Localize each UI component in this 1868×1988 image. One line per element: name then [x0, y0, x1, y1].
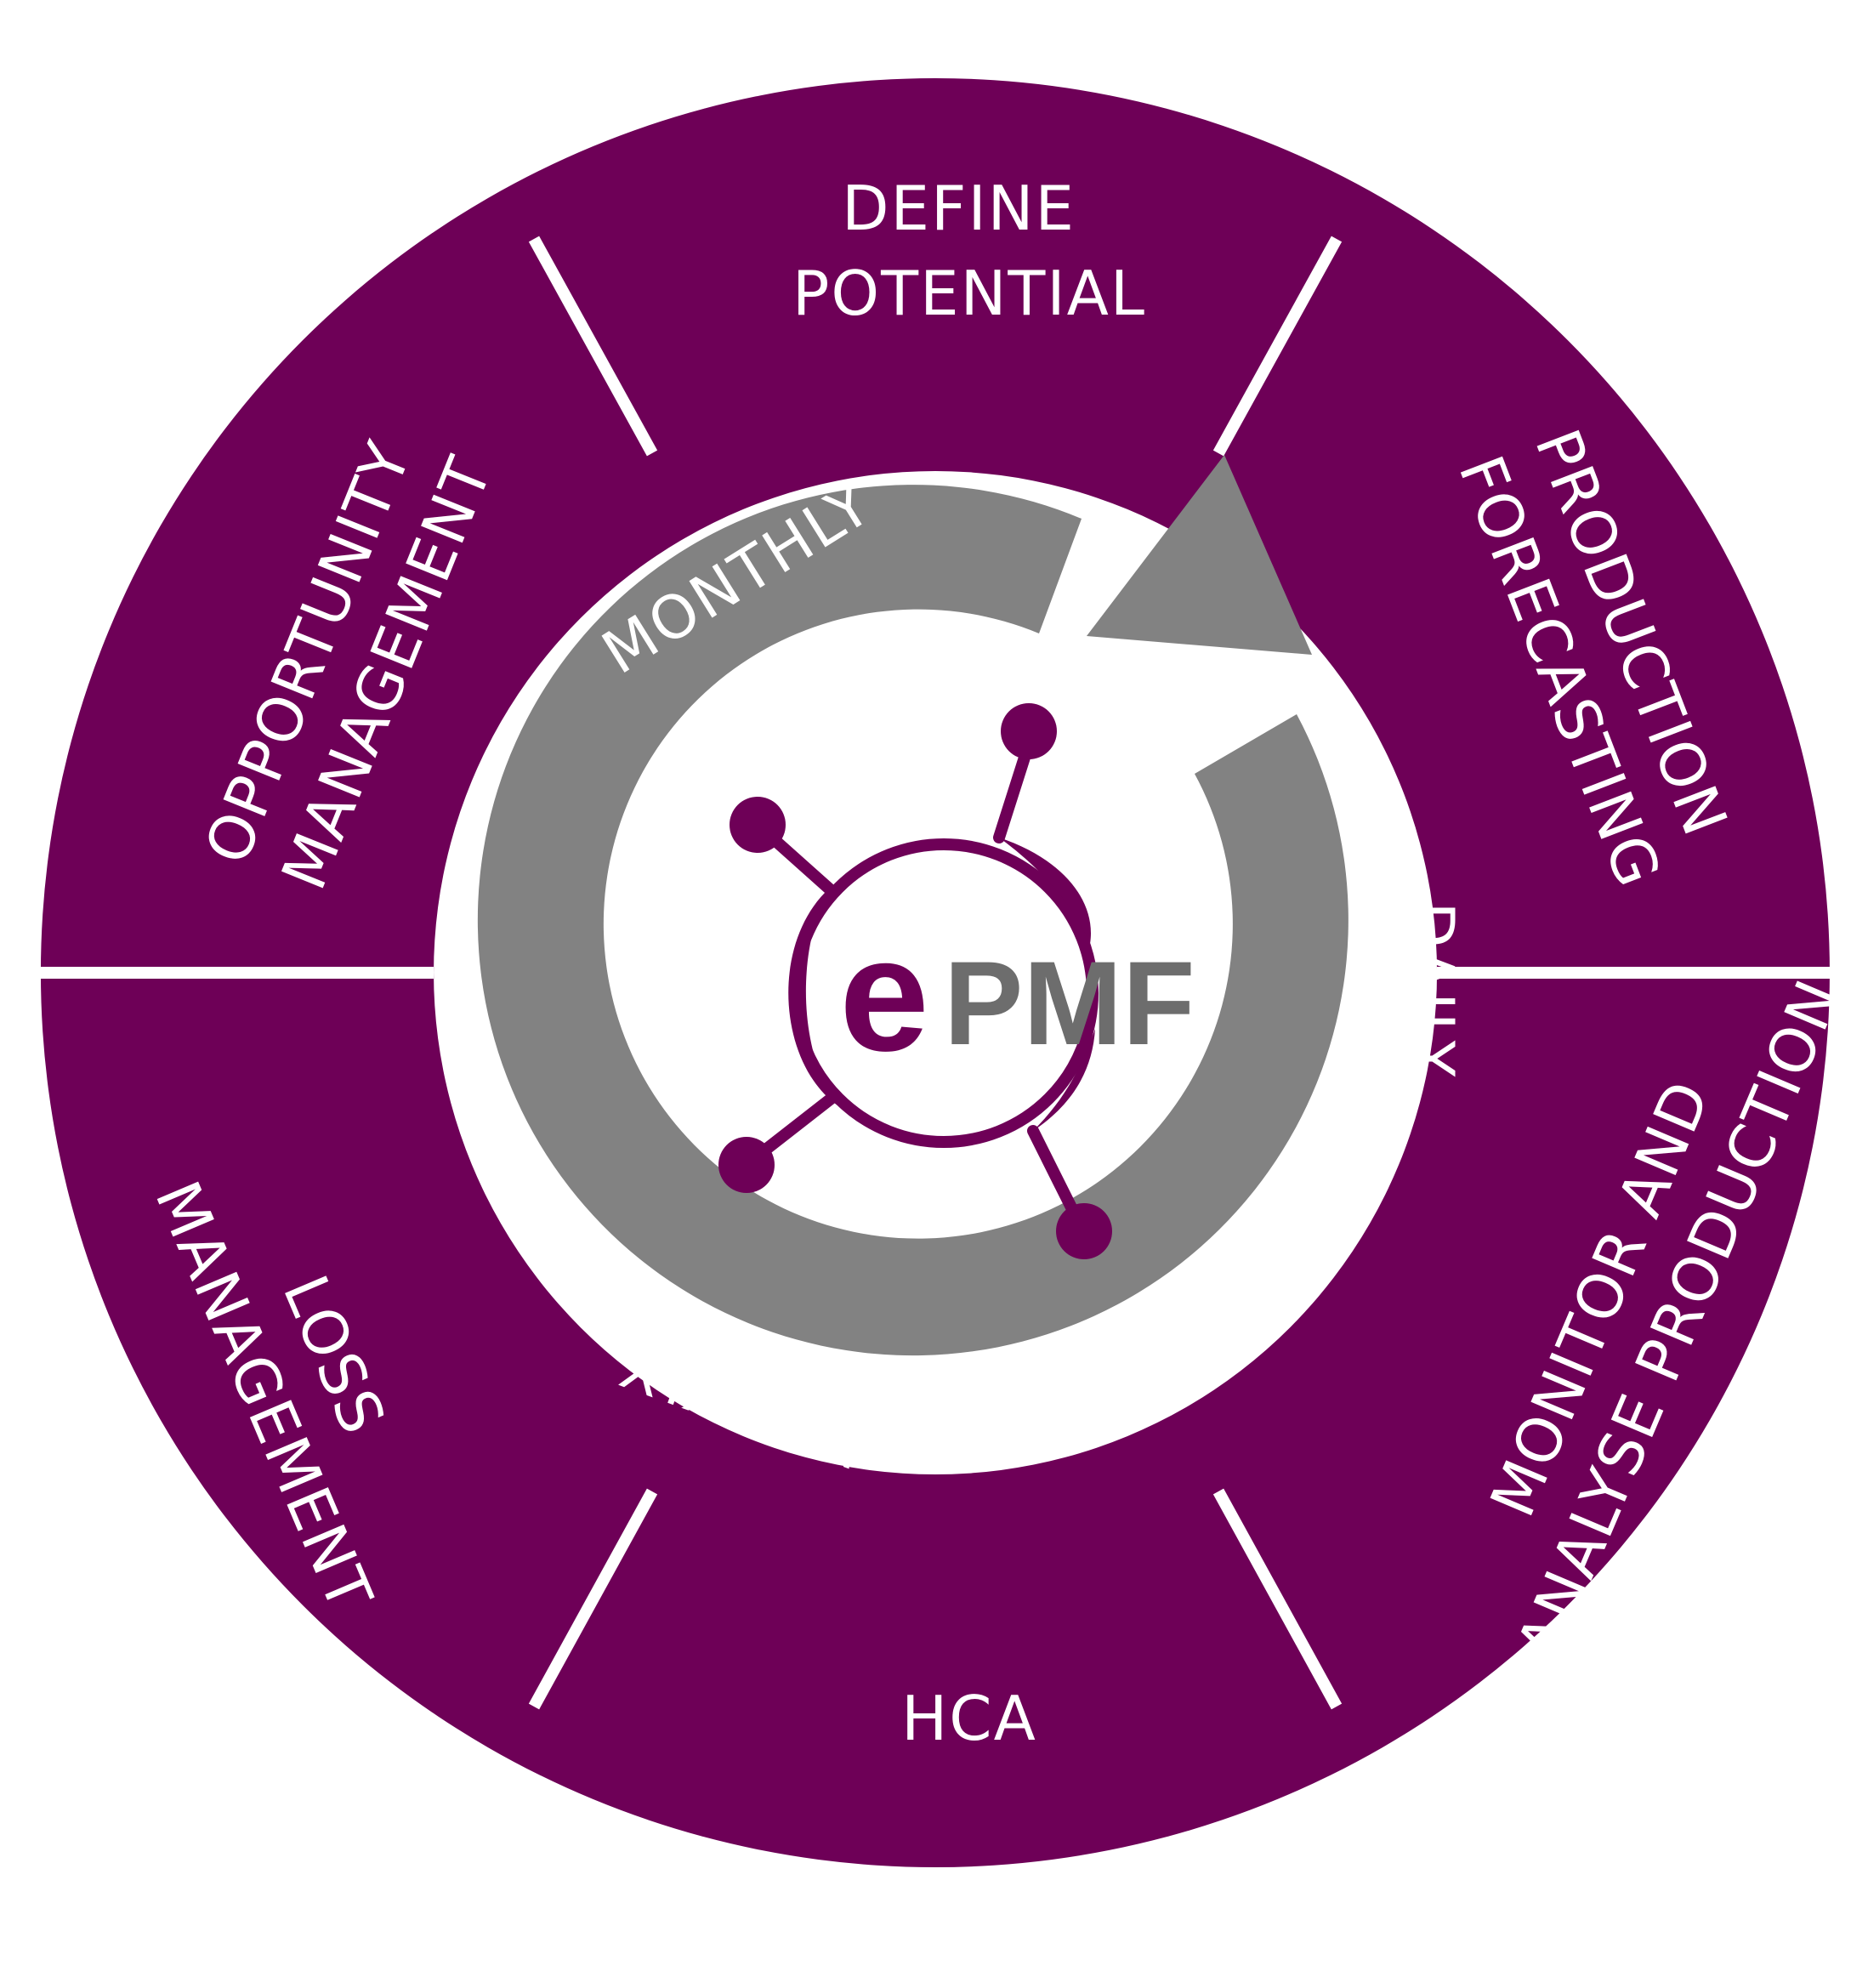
logo-swoosh-top-right	[999, 838, 1092, 944]
divider-bottom-right	[1212, 1488, 1343, 1710]
node-bottom-left	[718, 1137, 775, 1193]
spoke-top-right	[993, 738, 1035, 843]
node-bottom-right	[1056, 1203, 1112, 1259]
logo-prefix: e	[839, 905, 929, 1085]
divider-bottom-left	[528, 1488, 658, 1710]
segment-dividers	[30, 236, 1841, 1710]
logo-nodes	[718, 703, 1112, 1259]
outer-ring	[40, 78, 1830, 1867]
epmf-logo: e PMF	[718, 703, 1195, 1259]
divider-top-left	[528, 236, 658, 457]
define-potential-line-1: DEFINE	[842, 173, 1076, 244]
cycle-arrow	[477, 455, 1348, 1356]
divider-top-right	[1212, 236, 1343, 457]
define-potential-line-2: POTENTIAL	[792, 258, 1146, 329]
segment-label-define-potential: DEFINE POTENTIAL	[792, 173, 1146, 329]
cycle-label-daily: DAILY	[1397, 902, 1467, 1080]
cycle-arrow-head	[1087, 455, 1312, 655]
logo-swoosh-left	[788, 889, 837, 1105]
logo-suffix: PMF	[944, 936, 1195, 1070]
node-top-right	[1001, 703, 1057, 759]
segment-label-hca: HCA	[901, 1683, 1037, 1754]
node-top-left	[730, 797, 786, 853]
